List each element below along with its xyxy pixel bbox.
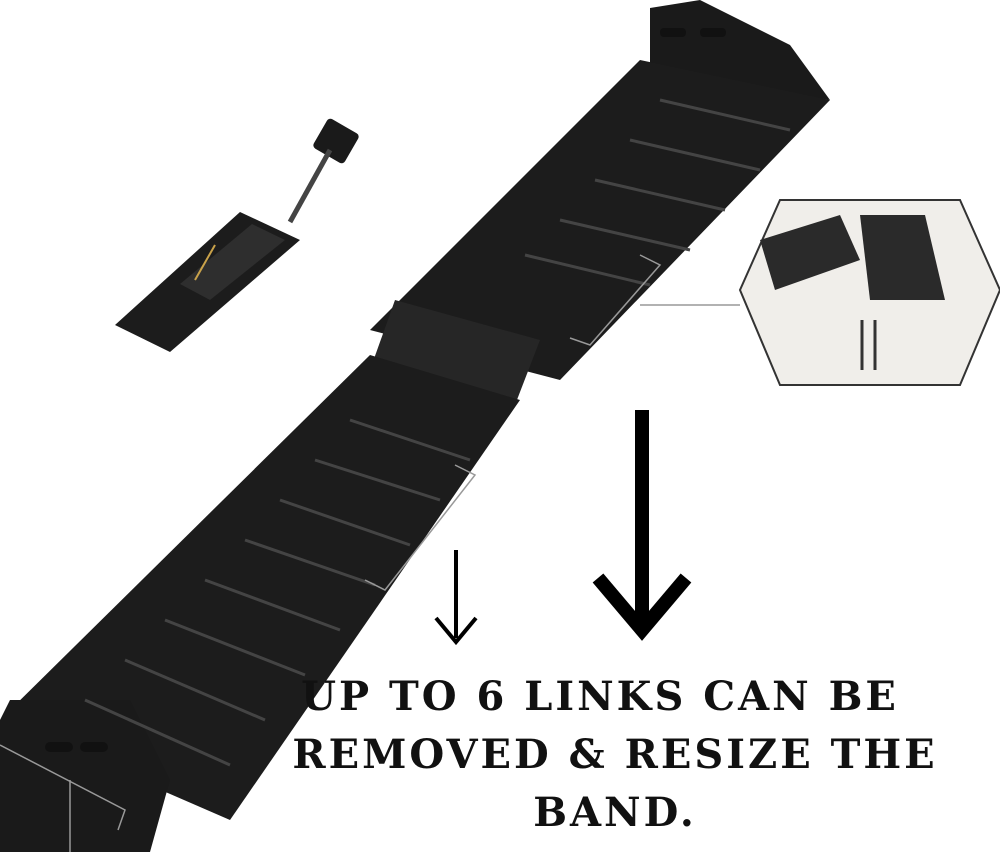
bracket-lines <box>0 254 740 852</box>
caption-line-1: UP TO 6 LINKS CAN BE <box>301 673 899 720</box>
link-detail-callout-icon <box>738 199 1000 386</box>
arrow-down-small-icon <box>434 550 478 646</box>
link-removal-tool-icon <box>115 118 359 352</box>
caption-line-2: REMOVED & RESIZE THE BAND. <box>292 731 938 836</box>
watch-band-icon <box>0 0 830 852</box>
arrow-down-large-icon <box>592 410 692 641</box>
